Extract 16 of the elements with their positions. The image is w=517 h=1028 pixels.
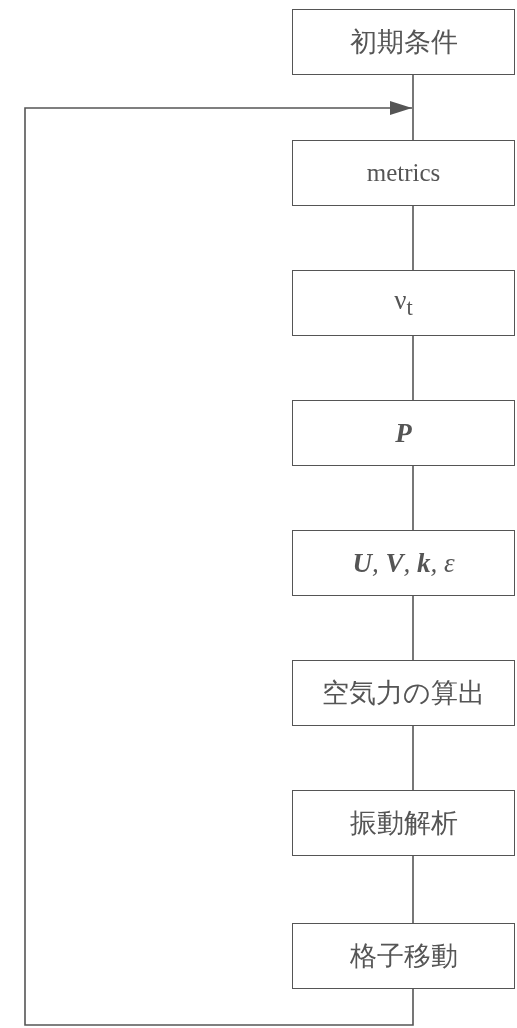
connector-line: [412, 725, 414, 791]
process-box: 空気力の算出: [292, 660, 515, 726]
process-box: P: [292, 400, 515, 466]
process-box: U, V, k, ε: [292, 530, 515, 596]
process-box: 格子移動: [292, 923, 515, 989]
connector-line: [412, 335, 414, 401]
process-box: ν$_{t}$: [292, 270, 515, 336]
connector-line: [412, 595, 414, 661]
connector-line: [412, 205, 414, 271]
feedback-arrow: [24, 101, 414, 1026]
process-box: metrics: [292, 140, 515, 206]
connector-line: [412, 74, 414, 141]
connector-line: [412, 855, 414, 924]
process-box: 初期条件: [292, 9, 515, 75]
process-box: 振動解析: [292, 790, 515, 856]
connector-line: [412, 465, 414, 531]
